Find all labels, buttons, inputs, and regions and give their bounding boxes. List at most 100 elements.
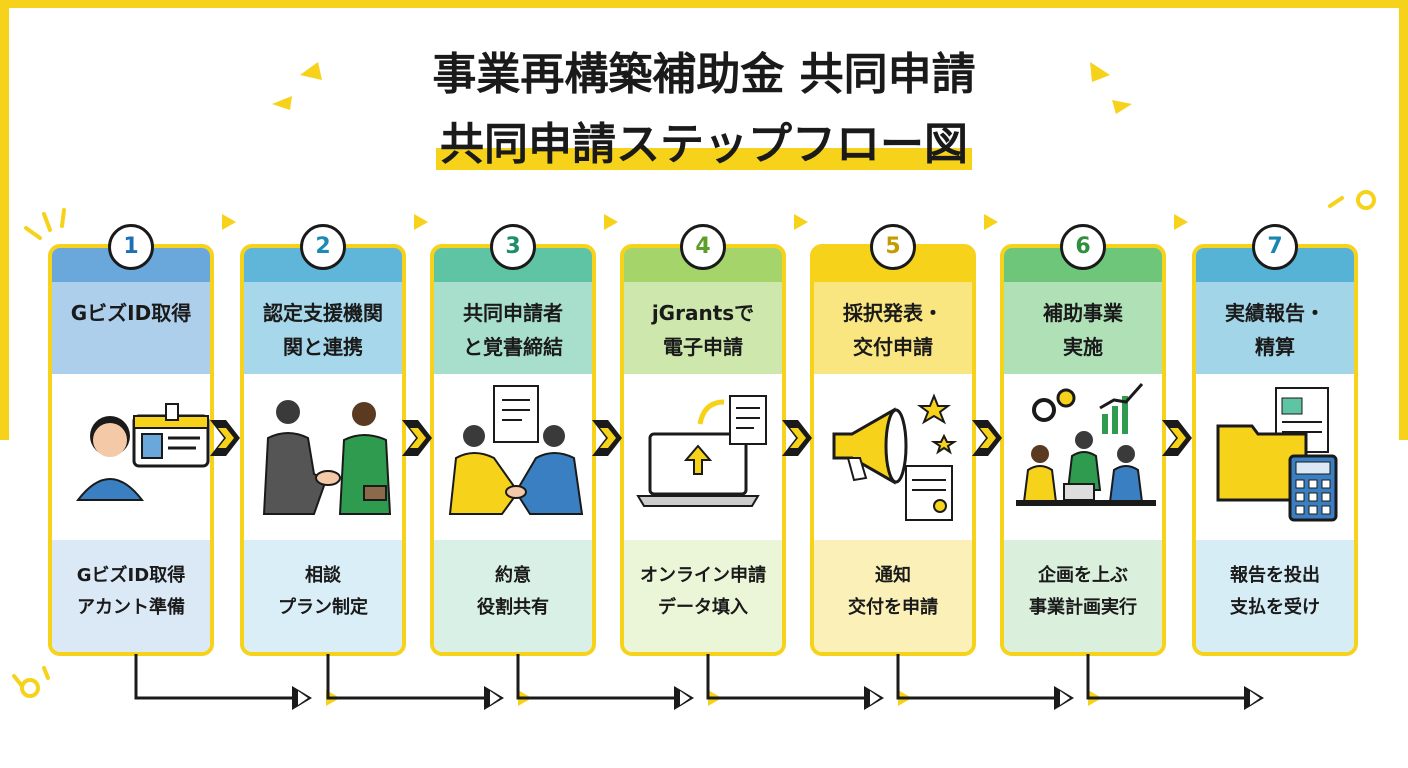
connector-arrowhead-inner (1060, 691, 1070, 705)
step-footer (52, 540, 210, 652)
connector-line (896, 654, 1058, 700)
step-label-line: 共同申請者 (463, 301, 563, 325)
step-label: 補助事業実施 (1004, 296, 1162, 364)
step-card-3: 共同申請者と覚書締結約意役割共有 (430, 244, 596, 656)
accent-mark (42, 212, 52, 232)
connector-arrowhead-inner (1250, 691, 1260, 705)
step-number-badge: 4 (680, 224, 726, 270)
frame-left (0, 0, 9, 440)
bottom-connectors (134, 654, 1264, 710)
step-label: 認定支援機関関と連携 (244, 296, 402, 364)
chevron-right-icon (210, 420, 240, 456)
step-label-line: 精算 (1255, 335, 1295, 359)
main-title: 事業再構築補助金 共同申請 (432, 49, 976, 100)
step-footer (1196, 540, 1354, 652)
step-illustration-area (1004, 374, 1162, 540)
chevron-right-icon (782, 420, 812, 456)
frame-top (0, 0, 1408, 8)
connector-line (326, 654, 488, 700)
step-label-line: 実施 (1063, 335, 1103, 359)
step-description-line: 役割共有 (477, 597, 549, 618)
accent-circle (1356, 190, 1376, 210)
accent-mark (42, 666, 50, 680)
step-label: jGrantsで電子申請 (624, 296, 782, 364)
step-label-line: 認定支援機関 (263, 301, 383, 325)
step-illustration-area (1196, 374, 1354, 540)
folder-calculator-icon (1216, 387, 1338, 522)
laptop-upload-icon (636, 395, 767, 507)
step-description-line: 事業計画実行 (1029, 597, 1137, 618)
step-label: GビズID取得 (52, 296, 210, 330)
step-label: 実績報告・精算 (1196, 296, 1354, 364)
flow-triangle (1174, 214, 1188, 230)
step-label: 採択発表・交付申請 (814, 296, 972, 364)
accent-mark (1328, 196, 1344, 208)
step-description-line: 支払を受け (1230, 597, 1320, 618)
step-description: 通知交付を申請 (814, 560, 972, 624)
step-description-line: 約意 (495, 565, 531, 586)
id-card-icon (75, 403, 210, 501)
connector-line (1086, 654, 1248, 700)
step-footer (434, 540, 592, 652)
step-label-line: 関と連携 (283, 335, 363, 359)
team-work-icon (1016, 383, 1156, 506)
step-illustration-area (244, 374, 402, 540)
step-description: 相談プラン制定 (244, 560, 402, 624)
step-description-line: 相談 (305, 565, 341, 586)
step-label-line: 電子申請 (663, 335, 743, 359)
step-card-5: 採択発表・交付申請通知交付を申請 (810, 244, 976, 656)
step-description-line: 通知 (875, 565, 911, 586)
chevron-right-icon (592, 420, 622, 456)
handshake-icon (262, 400, 392, 515)
step-illustration-area (814, 374, 972, 540)
step-footer (244, 540, 402, 652)
step-footer (624, 540, 782, 652)
step-number-badge: 3 (490, 224, 536, 270)
step-description-line: データ填入 (658, 597, 748, 618)
accent-circle (20, 678, 40, 698)
flow-triangle (794, 214, 808, 230)
accent-mark (12, 674, 24, 688)
accent-mark (60, 208, 66, 228)
step-illustration-area (434, 374, 592, 540)
step-description-line: 企画を上ぶ (1038, 565, 1128, 586)
step-footer (814, 540, 972, 652)
step-description: GビズID取得アカント準備 (52, 560, 210, 624)
step-label-line: jGrantsで (651, 301, 755, 325)
frame-right (1399, 0, 1408, 440)
step-description-line: オンライン申請 (640, 565, 766, 586)
accent-mark (24, 226, 42, 240)
step-label-line: 補助事業 (1043, 301, 1123, 325)
connector-arrowhead-inner (490, 691, 500, 705)
step-description-line: 報告を投出 (1230, 565, 1320, 586)
step-label: 共同申請者と覚書締結 (434, 296, 592, 364)
connector-arrowhead-inner (870, 691, 880, 705)
connector-arrowhead-inner (680, 691, 690, 705)
step-card-2: 認定支援機関関と連携相談プラン制定 (240, 244, 406, 656)
subtitle: 共同申請ステップフロー図 (436, 108, 972, 172)
step-number-badge: 7 (1252, 224, 1298, 270)
step-card-7: 実績報告・精算報告を投出支払を受け (1192, 244, 1358, 656)
subtitle-text: 共同申請ステップフロー図 (440, 119, 968, 170)
chevron-right-icon (972, 420, 1002, 456)
step-description-line: 交付を申請 (848, 597, 938, 618)
flow-triangle (222, 214, 236, 230)
step-illustration-area (624, 374, 782, 540)
flow-triangle (984, 214, 998, 230)
step-card-4: jGrantsで電子申請オンライン申請データ填入 (620, 244, 786, 656)
connector-line (706, 654, 868, 700)
step-illustration-area (52, 374, 210, 540)
step-number-badge: 5 (870, 224, 916, 270)
step-description-line: アカント準備 (77, 597, 185, 618)
step-label-line: GビズID取得 (70, 301, 192, 325)
step-number-badge: 6 (1060, 224, 1106, 270)
step-description-line: GビズID取得 (76, 565, 186, 586)
connector-line (516, 654, 678, 700)
accent-mark (1112, 100, 1132, 114)
flow-triangle (414, 214, 428, 230)
step-label-line: 実績報告・ (1225, 301, 1325, 325)
step-label-line: 採択発表・ (843, 301, 943, 325)
subtitle-wrap: 共同申請ステップフロー図 (0, 108, 1408, 172)
